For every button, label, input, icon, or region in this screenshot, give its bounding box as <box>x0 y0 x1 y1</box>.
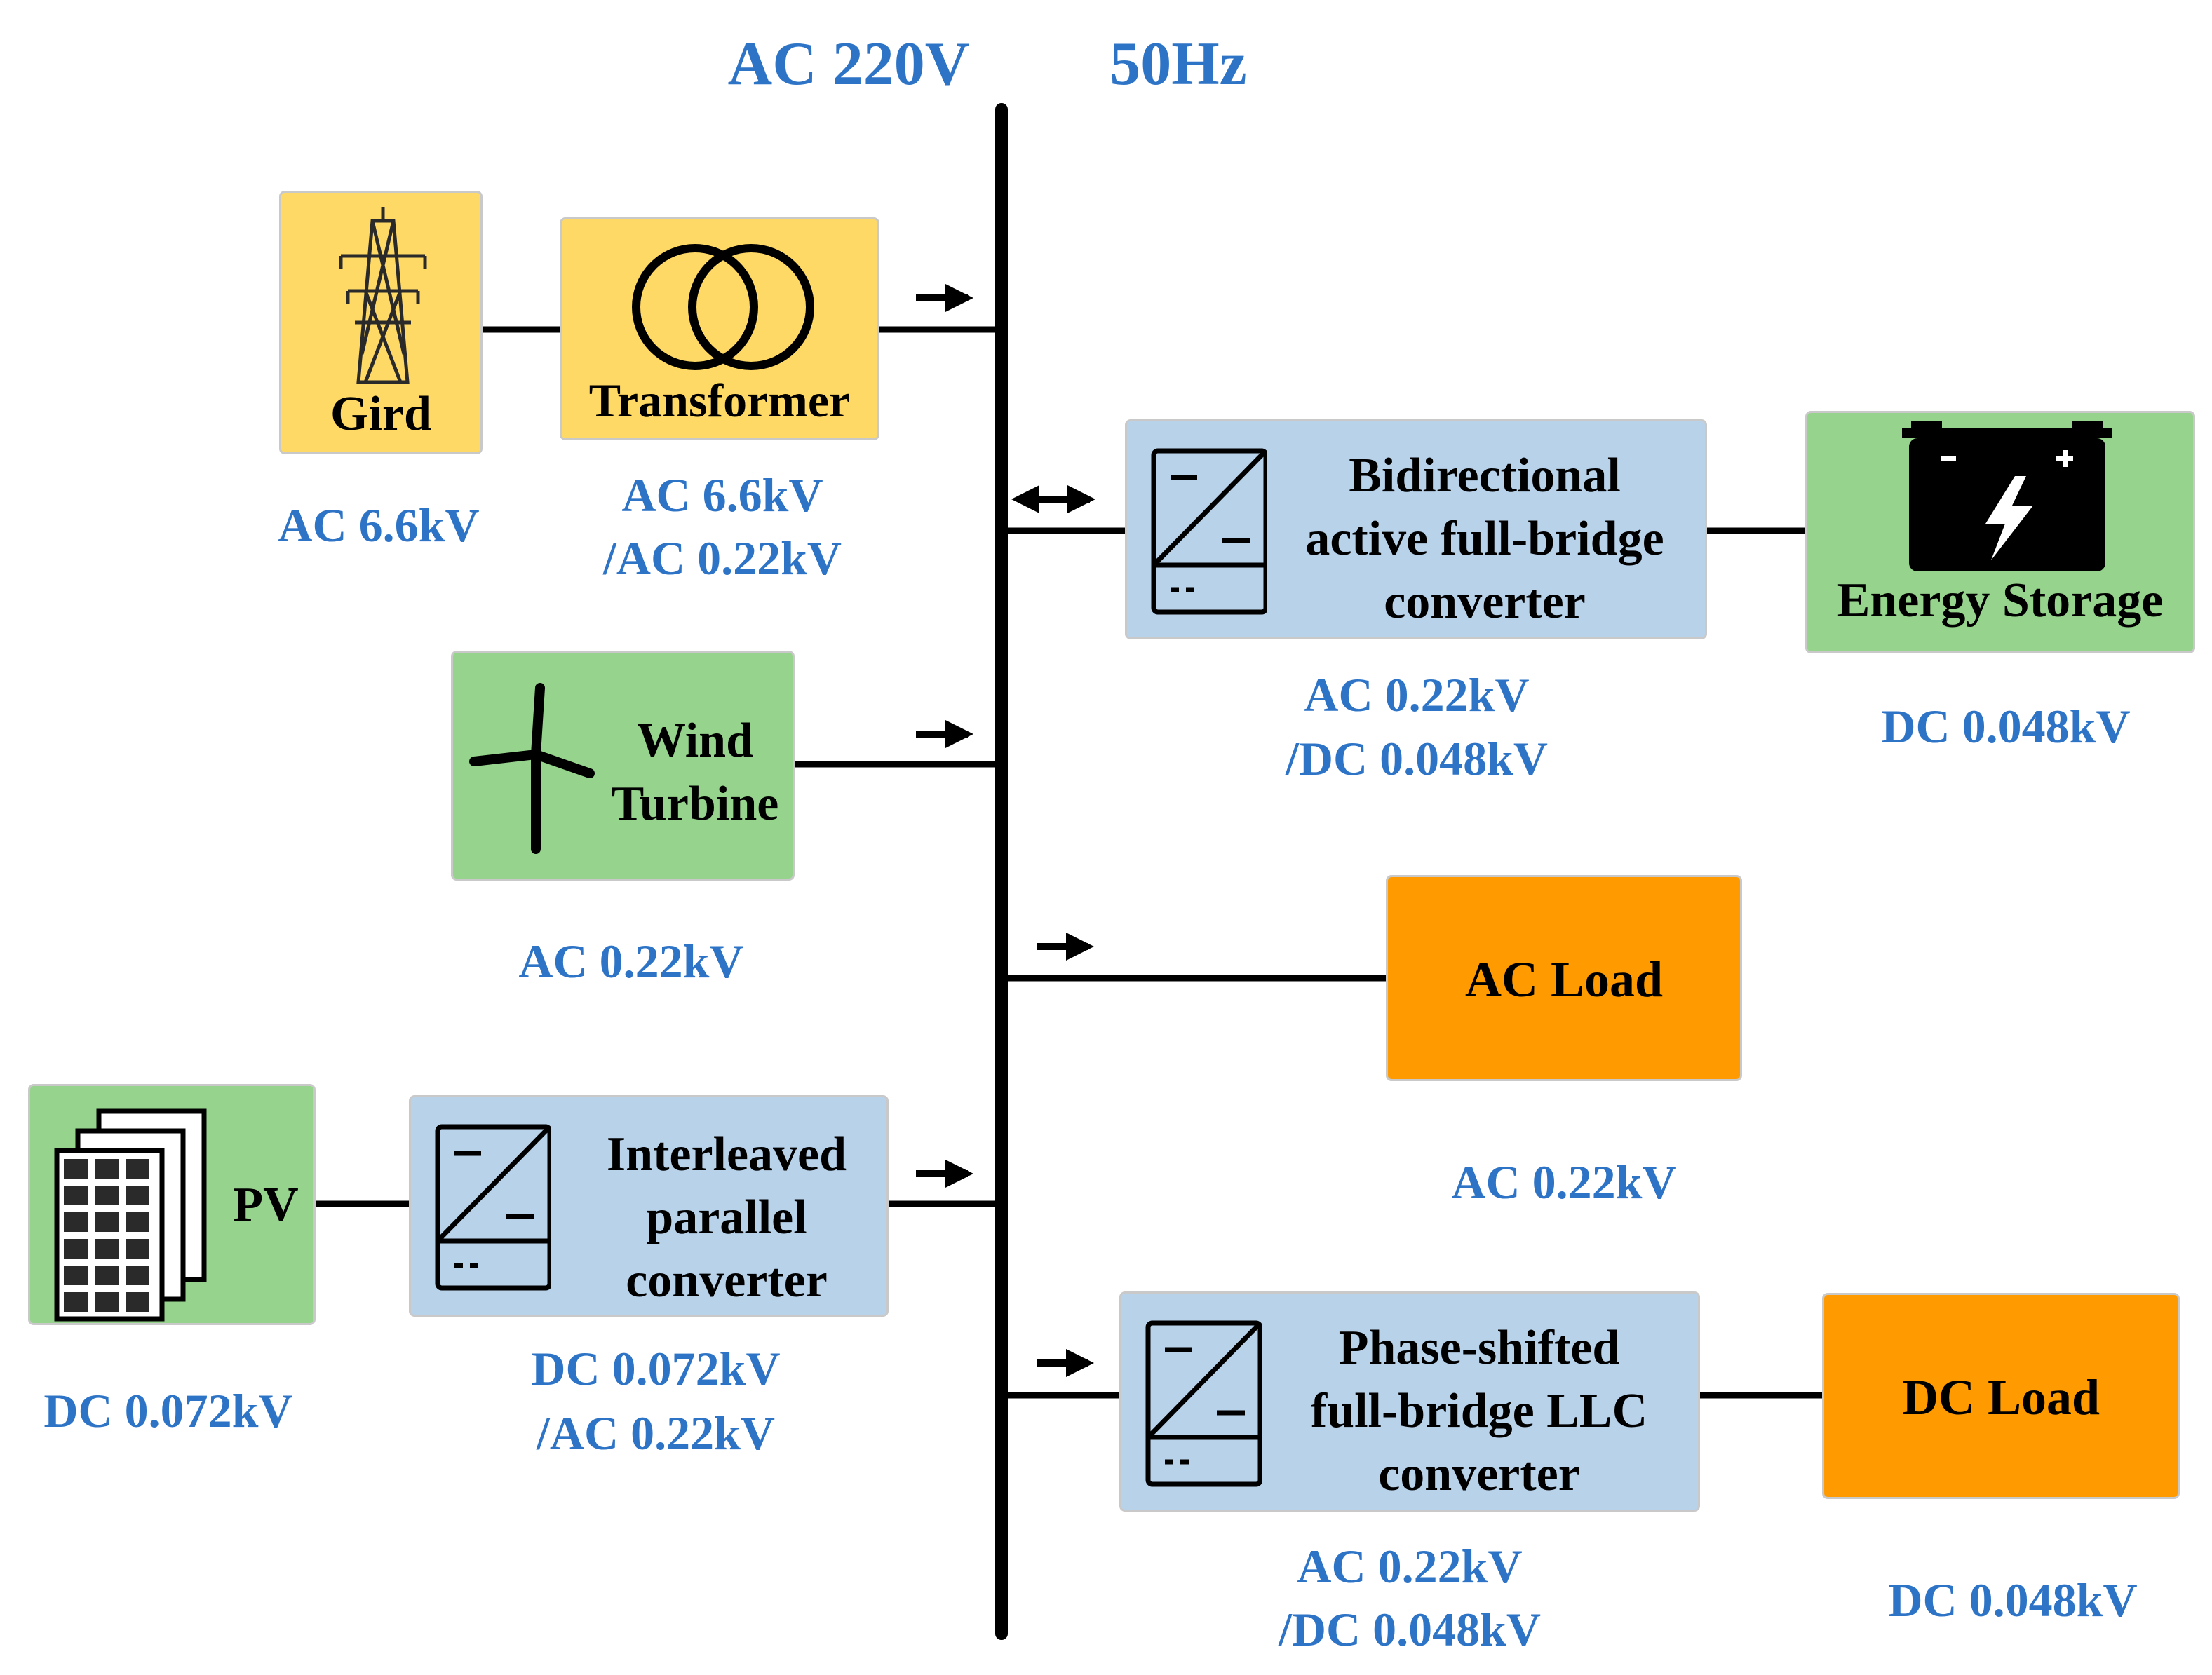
ac-load-block: AC Load <box>1386 875 1742 1081</box>
wind-voltage: AC 0.22kV <box>518 935 744 988</box>
interleaved-title-line1: Interleaved <box>606 1127 847 1181</box>
ac-load-voltage: AC 0.22kV <box>1451 1155 1677 1209</box>
transformer-icon <box>632 244 814 370</box>
energy-storage-block: Energy Storage <box>1805 411 2195 653</box>
wind-turbine-block: Wind Turbine <box>451 651 795 881</box>
interleaved-converter-block: Interleaved parallel converter <box>409 1095 889 1317</box>
transformer-voltage-in: AC 6.6kV <box>621 468 823 522</box>
transmission-tower-icon <box>339 207 427 384</box>
grid-title: Gird <box>330 387 431 441</box>
converter-icon <box>435 1124 551 1291</box>
bidirectional-voltage-in: AC 0.22kV <box>1304 668 1530 721</box>
transformer-title: Transformer <box>588 374 851 427</box>
llc-voltage-out: /DC 0.048kV <box>1278 1603 1542 1656</box>
wind-turbine-icon <box>469 683 595 854</box>
pv-voltage: DC 0.072kV <box>43 1384 293 1437</box>
dc-load-block: DC Load <box>1822 1293 2180 1499</box>
llc-title-line1: Phase-shifted <box>1338 1321 1620 1375</box>
bus-voltage-label: AC 220V <box>727 30 970 98</box>
bidirectional-title-line2: active full-bridge <box>1305 512 1664 566</box>
converter-icon <box>1145 1320 1262 1487</box>
wind-title-line2: Turbine <box>611 777 779 831</box>
battery-icon <box>1902 421 2112 571</box>
llc-converter-block: Phase-shifted full-bridge LLC converter <box>1119 1291 1700 1512</box>
dc-load-title: DC Load <box>1901 1369 2100 1425</box>
bidirectional-converter-block: Bidirectional active full-bridge convert… <box>1125 419 1707 639</box>
transformer-block: Transformer <box>560 217 879 440</box>
bidirectional-title-line1: Bidirectional <box>1349 449 1621 503</box>
llc-title-line2: full-bridge LLC <box>1310 1384 1648 1438</box>
pv-block: PV <box>28 1084 316 1325</box>
wind-title-line1: Wind <box>636 714 754 768</box>
solar-panel-icon <box>54 1108 207 1322</box>
dc-load-voltage: DC 0.048kV <box>1888 1573 2138 1627</box>
ac-load-title: AC Load <box>1464 951 1664 1008</box>
llc-voltage-in: AC 0.22kV <box>1297 1540 1523 1593</box>
converter-icon <box>1151 448 1267 615</box>
llc-title-line3: converter <box>1378 1447 1580 1501</box>
interleaved-title-line3: converter <box>626 1254 828 1308</box>
interleaved-voltage-out: /AC 0.22kV <box>536 1406 776 1460</box>
bidirectional-title-line3: converter <box>1384 575 1586 629</box>
grid-voltage: AC 6.6kV <box>278 499 480 552</box>
pv-title: PV <box>233 1178 299 1232</box>
transformer-voltage-out: /AC 0.22kV <box>602 531 842 585</box>
bidirectional-voltage-out: /DC 0.048kV <box>1285 732 1549 785</box>
energy-storage-voltage: DC 0.048kV <box>1881 700 2131 753</box>
bus-frequency-label: 50Hz <box>1110 30 1247 98</box>
interleaved-voltage-in: DC 0.072kV <box>531 1342 781 1395</box>
grid-block: Gird <box>279 191 483 454</box>
energy-storage-title: Energy Storage <box>1837 574 2164 628</box>
interleaved-title-line2: parallel <box>646 1191 807 1245</box>
